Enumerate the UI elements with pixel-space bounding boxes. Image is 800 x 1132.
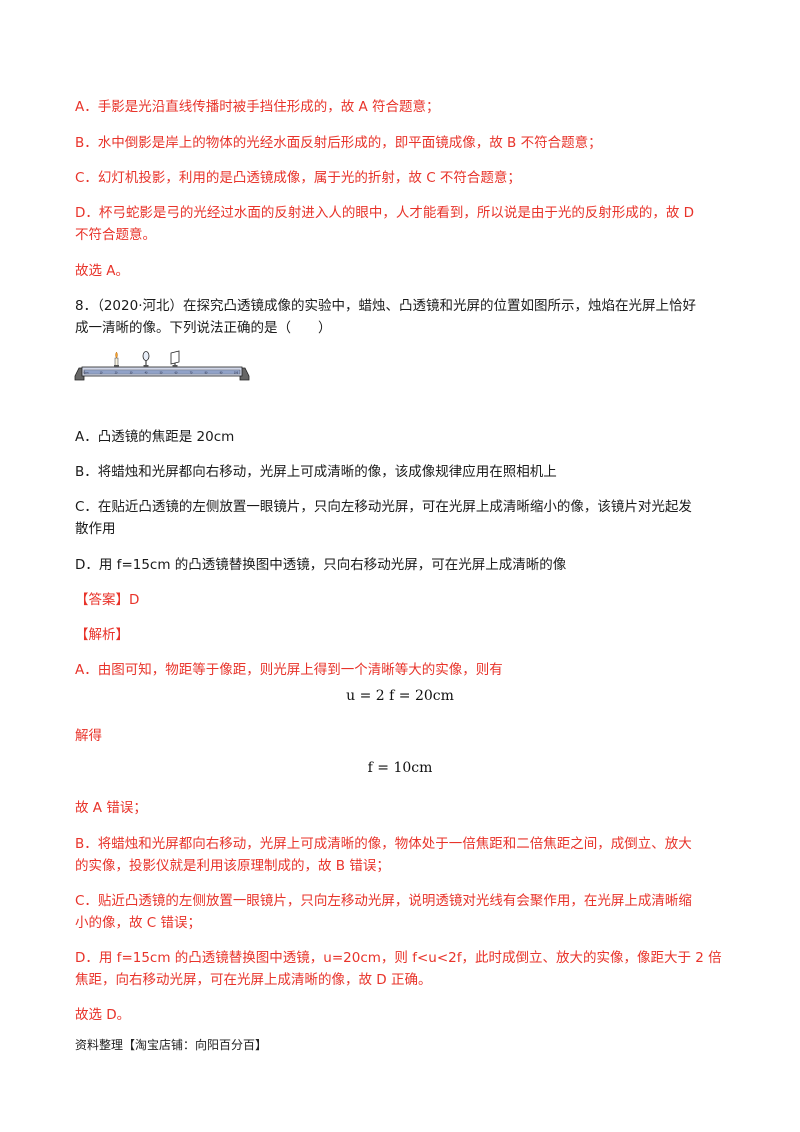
equation-2: f = 10cm — [367, 760, 433, 776]
analysis-a-conclusion: 故 A 错误； — [75, 800, 147, 816]
ruler-tick-label: 80 — [205, 372, 208, 375]
ruler-tick-label: 90 — [220, 372, 223, 375]
equation-1: u = 2 f = 20cm — [346, 688, 454, 704]
analysis-b-line2: 的实像，投影仪就是利用该原理制成的，故 B 错误； — [75, 858, 390, 874]
prev-explanation-d-line1: D．杯弓蛇影是弓的光经过水面的反射进入人的眼中，人才能看到，所以说是由于光的反射… — [75, 205, 695, 221]
analysis-conclusion: 故选 D。 — [75, 1007, 131, 1023]
ruler-tick-label: 20 — [115, 372, 118, 375]
ruler-tick-label: 30 — [130, 372, 133, 375]
option-c-line2: 散作用 — [75, 521, 116, 537]
question-stem-line2: 成一清晰的像。下列说法正确的是（ ） — [75, 320, 332, 336]
answer: 【答案】D — [75, 592, 140, 608]
option-d: D．用 f=15cm 的凸透镜替换图中透镜，只向右移动光屏，可在光屏上成清晰的像 — [75, 557, 567, 573]
ruler-tick-label: 70 — [190, 372, 193, 375]
analysis-d-line1: D．用 f=15cm 的凸透镜替换图中透镜，u=20cm，则 f<u<2f，此时… — [75, 950, 722, 966]
footer-source: 资料整理【淘宝店铺：向阳百分百】 — [75, 1038, 268, 1052]
ruler-tick-label: 40 — [145, 372, 148, 375]
analysis-label: 【解析】 — [75, 627, 129, 643]
prev-conclusion: 故选 A。 — [75, 263, 130, 279]
analysis-c-line1: C．贴近凸透镜的左侧放置一眼镜片，只向左移动光屏，说明透镜对光线有会聚作用，在光… — [75, 893, 692, 909]
analysis-c-line2: 小的像，故 C 错误； — [75, 915, 202, 931]
ruler-tick-label: 100 — [234, 372, 239, 375]
analysis-solve: 解得 — [75, 728, 102, 744]
analysis-b-line1: B．将蜡烛和光屏都向右移动，光屏上可成清晰的像，物体处于一倍焦距和二倍焦距之间，… — [75, 836, 692, 852]
ruler-tick-label: 50 — [160, 372, 163, 375]
ruler-tick-label: 60 — [175, 372, 178, 375]
prev-explanation-d-line2: 不符合题意。 — [75, 227, 156, 243]
optical-bench-figure: 0cm 10 20 30 40 50 60 70 80 90 100 — [74, 350, 250, 381]
analysis-d-line2: 焦距，向右移动光屏，可在光屏上成清晰的像，故 D 正确。 — [75, 972, 432, 988]
prev-explanation-c: C．幻灯机投影，利用的是凸透镜成像，属于光的折射，故 C 不符合题意； — [75, 170, 521, 186]
option-a: A．凸透镜的焦距是 20cm — [75, 429, 235, 445]
prev-explanation-b: B．水中倒影是岸上的物体的光经水面反射后形成的，即平面镜成像，故 B 不符合题意… — [75, 135, 602, 151]
ruler-tick-label: 0cm — [84, 372, 89, 375]
option-c-line1: C．在贴近凸透镜的左侧放置一眼镜片，只向左移动光屏，可在光屏上成清晰缩小的像，该… — [75, 499, 692, 515]
ruler-tick-label: 10 — [100, 372, 103, 375]
question-stem-line1: 8．（2020·河北）在探究凸透镜成像的实验中，蜡烛、凸透镜和光屏的位置如图所示… — [75, 298, 696, 314]
prev-explanation-a: A．手影是光沿直线传播时被手挡住形成的，故 A 符合题意； — [75, 99, 440, 115]
analysis-a: A．由图可知，物距等于像距，则光屏上得到一个清晰等大的实像，则有 — [75, 662, 503, 678]
option-b: B．将蜡烛和光屏都向右移动，光屏上可成清晰的像，该成像规律应用在照相机上 — [75, 464, 557, 480]
